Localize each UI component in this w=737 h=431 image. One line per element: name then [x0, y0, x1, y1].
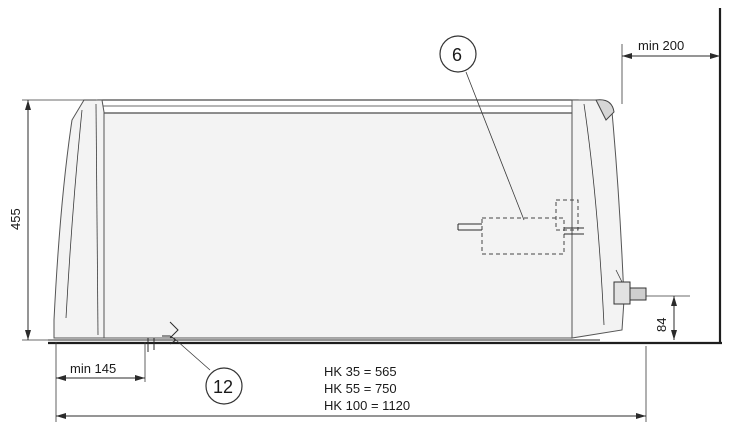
height-value: 455 — [8, 208, 23, 230]
length-arrow-left — [56, 413, 66, 419]
callout-12-label: 12 — [213, 377, 233, 397]
side-arrow-left — [56, 375, 66, 381]
internal-component-bracket — [555, 199, 579, 231]
callout-6: 6 — [439, 35, 525, 221]
length-row-hk55: HK 55 = 750 — [324, 381, 397, 396]
valve-nut — [629, 287, 647, 301]
bracket-hook — [169, 321, 179, 339]
clearance-arrow-left — [622, 53, 632, 59]
side-clearance-dimension: min 145 — [55, 342, 146, 422]
length-arrow-right — [636, 413, 646, 419]
left-cap-contour — [65, 109, 83, 319]
length-row-hk35: HK 35 = 565 — [324, 364, 397, 379]
left-cap-edge — [95, 103, 99, 336]
heater-unit — [53, 99, 647, 352]
height-arrow-bottom — [25, 330, 31, 340]
top-clearance-dimension: min 200 — [621, 38, 720, 104]
connection-arrow-bottom — [671, 330, 677, 340]
height-dimension: 455 — [8, 99, 96, 341]
right-cap-contour — [583, 103, 605, 326]
side-arrow-right — [135, 375, 145, 381]
right-cap-top-knob — [595, 99, 615, 121]
connection-arrow-top — [671, 296, 677, 306]
top-clearance-value: min 200 — [638, 38, 684, 53]
side-clearance-value: min 145 — [70, 361, 116, 376]
length-row-hk100: HK 100 = 1120 — [324, 398, 410, 413]
callout-6-circle — [439, 35, 477, 73]
connection-height-value: 84 — [654, 318, 669, 332]
callout-12: 12 — [175, 339, 243, 405]
connection-height-dimension: 84 — [646, 295, 690, 340]
callout-12-leader — [175, 339, 211, 371]
valve-body — [613, 281, 631, 305]
callout-6-leader — [465, 71, 525, 221]
floor-bracket — [147, 335, 177, 352]
valve-stem — [615, 269, 623, 283]
callout-6-label: 6 — [452, 45, 462, 65]
callout-12-circle — [205, 367, 243, 405]
height-arrow-top — [25, 100, 31, 110]
heater-top-rail — [97, 99, 579, 114]
heater-panel — [103, 111, 573, 339]
clearance-arrow-right — [710, 53, 720, 59]
left-end-cap — [53, 99, 105, 339]
wall-and-floor — [48, 8, 722, 345]
overall-length-dimension: HK 35 = 565 HK 55 = 750 HK 100 = 1120 — [56, 346, 647, 422]
internal-component-box — [481, 217, 565, 255]
